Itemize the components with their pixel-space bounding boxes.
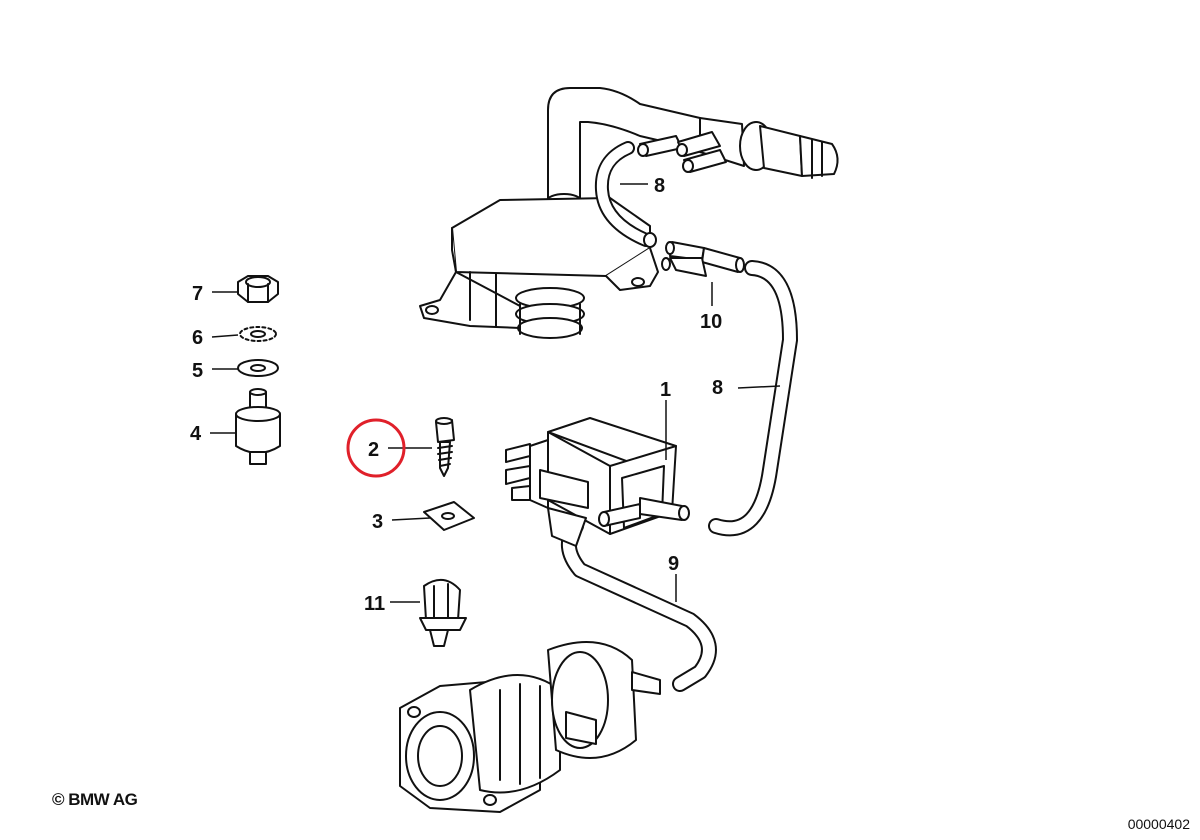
callout-9: 9 <box>668 553 679 575</box>
vacuum-hose-long <box>708 260 798 537</box>
speed-nut <box>423 501 475 531</box>
leader-lines <box>210 183 781 603</box>
egr-valve <box>399 641 661 813</box>
callout-labels: 7 6 5 4 2 3 11 1 8 10 8 9 <box>190 175 723 615</box>
callout-10: 10 <box>700 311 722 333</box>
callout-4: 4 <box>190 423 202 445</box>
callout-6: 6 <box>192 327 203 349</box>
self-tapping-screw <box>435 417 455 477</box>
callout-2: 2 <box>368 439 379 461</box>
intake-pipe-assembly <box>546 87 839 209</box>
lock-washer <box>239 326 277 342</box>
highlight-circle[interactable] <box>346 418 406 478</box>
callout-3: 3 <box>372 511 383 533</box>
copyright-notice: © BMW AG <box>52 790 138 809</box>
callout-8-lower: 8 <box>712 377 723 399</box>
diagram-id: 00000402 <box>1127 816 1190 832</box>
hose-clip <box>419 579 467 647</box>
flat-washer <box>237 359 279 377</box>
callout-7: 7 <box>192 283 203 305</box>
solenoid-valve <box>505 417 690 547</box>
callout-8-upper: 8 <box>654 175 665 197</box>
callout-11: 11 <box>364 593 385 615</box>
t-piece-connector <box>661 241 745 277</box>
filter-housing <box>419 197 659 339</box>
rubber-mount <box>235 388 281 465</box>
callout-1: 1 <box>660 379 671 401</box>
callout-5: 5 <box>192 360 203 382</box>
hex-nut <box>237 275 279 303</box>
vacuum-hose-upper <box>594 141 657 248</box>
